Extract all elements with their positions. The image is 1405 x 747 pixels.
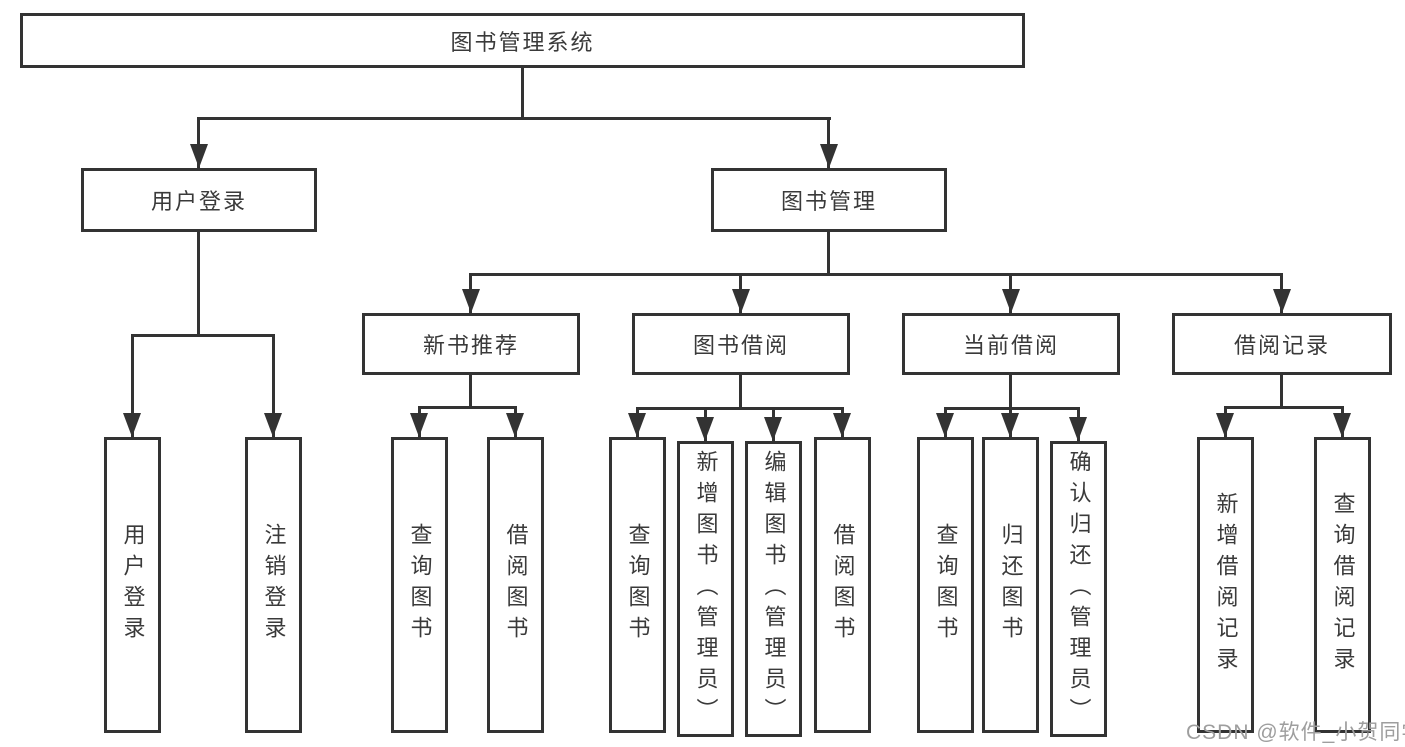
- node-book-borrowing: 图书借阅: [632, 313, 850, 375]
- node-borrowing-records: 借阅记录: [1172, 313, 1392, 375]
- connector-rec-bus: [418, 406, 517, 409]
- arrowhead-icon: [1001, 413, 1019, 437]
- node-user-login: 用户登录: [81, 168, 317, 232]
- arrowhead-icon: [696, 417, 714, 441]
- connector-mgmt-stem: [827, 232, 830, 273]
- node-leaf-query-book-2: 查询图书: [609, 437, 666, 733]
- node-library-management-system: 图书管理系统: [20, 13, 1025, 68]
- leaf-label: 新增图书（管理员）: [693, 449, 719, 729]
- node-current-borrowing: 当前借阅: [902, 313, 1120, 375]
- node-leaf-add-book-admin: 新增图书（管理员）: [677, 441, 734, 737]
- arrowhead-icon: [1069, 417, 1087, 441]
- node-leaf-add-borrow-record: 新增借阅记录: [1197, 437, 1254, 733]
- leaf-label: 查询图书: [407, 523, 433, 647]
- connector-records-bus: [1224, 406, 1344, 409]
- leaf-label: 编辑图书（管理员）: [761, 449, 787, 729]
- connector-root-stem: [521, 68, 524, 117]
- node-leaf-query-book-1: 查询图书: [391, 437, 448, 733]
- arrowhead-icon: [628, 413, 646, 437]
- leaf-label: 确认归还（管理员）: [1066, 449, 1092, 729]
- node-leaf-logout: 注销登录: [245, 437, 302, 733]
- node-new-book-recommend: 新书推荐: [362, 313, 580, 375]
- connector-borrow-stem: [739, 375, 742, 407]
- node-leaf-edit-book-admin: 编辑图书（管理员）: [745, 441, 802, 737]
- leaf-label: 查询图书: [933, 523, 959, 647]
- arrowhead-icon: [1002, 289, 1020, 313]
- connector-drop-leaf-user-login: [131, 334, 134, 437]
- node-leaf-query-book-3: 查询图书: [917, 437, 974, 733]
- leaf-label: 查询借阅记录: [1330, 492, 1356, 678]
- connector-records-stem: [1280, 375, 1283, 406]
- connector-borrow-bus: [636, 407, 844, 410]
- connector-drop-leaf-logout: [272, 334, 275, 437]
- connector-drop-book-management: [827, 117, 830, 168]
- node-leaf-return-book: 归还图书: [982, 437, 1039, 733]
- arrowhead-icon: [764, 417, 782, 441]
- arrowhead-icon: [1216, 413, 1234, 437]
- leaf-label: 用户登录: [120, 523, 146, 647]
- connector-root-bus: [197, 117, 831, 120]
- arrowhead-icon: [833, 413, 851, 437]
- connector-rec-stem: [469, 375, 472, 406]
- connector-current-stem: [1009, 375, 1012, 407]
- connector-drop-user-login: [197, 117, 200, 168]
- arrowhead-icon: [1333, 413, 1351, 437]
- connector-user-stem: [197, 232, 200, 334]
- node-leaf-query-borrow-record: 查询借阅记录: [1314, 437, 1371, 733]
- node-book-management: 图书管理: [711, 168, 947, 232]
- arrowhead-icon: [506, 413, 524, 437]
- arrowhead-icon: [936, 413, 954, 437]
- arrowhead-icon: [410, 413, 428, 437]
- arrowhead-icon: [820, 144, 838, 168]
- leaf-label: 借阅图书: [503, 523, 529, 647]
- node-leaf-borrow-book-1: 借阅图书: [487, 437, 544, 733]
- leaf-label: 注销登录: [261, 523, 287, 647]
- watermark: CSDN @软件_小贺同学: [1186, 721, 1405, 744]
- arrowhead-icon: [190, 144, 208, 168]
- arrowhead-icon: [462, 289, 480, 313]
- connector-current-bus: [944, 407, 1080, 410]
- arrowhead-icon: [732, 289, 750, 313]
- leaf-label: 查询图书: [625, 523, 651, 647]
- leaf-label: 归还图书: [998, 523, 1024, 647]
- arrowhead-icon: [264, 413, 282, 437]
- arrowhead-icon: [1273, 289, 1291, 313]
- node-leaf-user-login: 用户登录: [104, 437, 161, 733]
- connector-user-bus: [131, 334, 275, 337]
- leaf-label: 借阅图书: [830, 523, 856, 647]
- arrowhead-icon: [123, 413, 141, 437]
- connector-mgmt-bus: [469, 273, 1283, 276]
- leaf-label: 新增借阅记录: [1213, 492, 1239, 678]
- node-leaf-confirm-return-admin: 确认归还（管理员）: [1050, 441, 1107, 737]
- node-leaf-borrow-book-2: 借阅图书: [814, 437, 871, 733]
